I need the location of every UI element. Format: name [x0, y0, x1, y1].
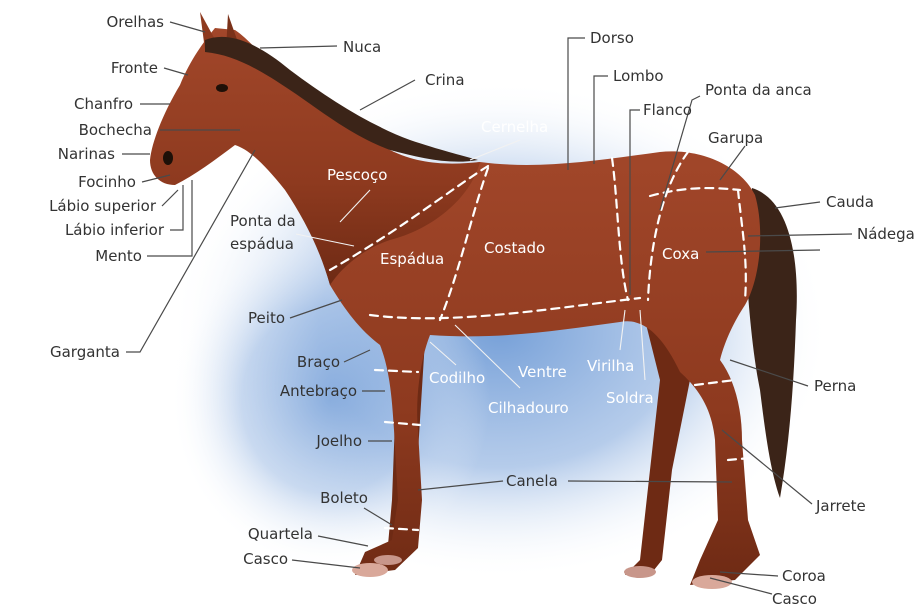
label-casco-rear: Casco	[772, 590, 817, 608]
label-jarrete: Jarrete	[815, 497, 866, 515]
label-coroa: Coroa	[782, 567, 826, 585]
label-mento: Mento	[95, 247, 142, 265]
label-labio-superior: Lábio superior	[49, 197, 157, 215]
label-antebraco: Antebraço	[280, 382, 357, 400]
label-orelhas: Orelhas	[106, 13, 164, 31]
label-ponta-espadua-1: Ponta da	[230, 212, 296, 230]
label-crina: Crina	[425, 71, 465, 89]
label-casco-front: Casco	[243, 550, 288, 568]
hoof-rear-far	[624, 566, 656, 578]
label-cernelha: Cernelha	[481, 118, 548, 136]
hoof-front-near	[352, 563, 388, 577]
label-nuca: Nuca	[343, 38, 381, 56]
label-fronte: Fronte	[111, 59, 158, 77]
label-pescoco: Pescoço	[327, 166, 387, 184]
label-ventre: Ventre	[518, 363, 567, 381]
label-coxa: Coxa	[662, 245, 699, 263]
label-ponta-espadua-2: espádua	[230, 235, 294, 253]
label-canela: Canela	[506, 472, 558, 490]
label-braco: Braço	[297, 353, 340, 371]
label-cilhadouro: Cilhadouro	[488, 399, 569, 417]
label-soldra: Soldra	[606, 389, 654, 407]
hoof-front-far	[374, 555, 402, 565]
leader-orelhas	[170, 22, 205, 32]
label-flanco: Flanco	[643, 101, 692, 119]
label-nadega: Nádega	[857, 225, 915, 243]
label-costado: Costado	[484, 239, 545, 257]
label-quartela: Quartela	[248, 525, 313, 543]
label-codilho: Codilho	[429, 369, 485, 387]
label-joelho: Joelho	[315, 432, 362, 450]
label-cauda: Cauda	[826, 193, 874, 211]
label-boleto: Boleto	[320, 489, 368, 507]
label-peito: Peito	[248, 309, 285, 327]
label-focinho: Focinho	[78, 173, 136, 191]
label-narinas: Narinas	[58, 145, 115, 163]
label-lombo: Lombo	[613, 67, 664, 85]
horse-eye	[216, 84, 228, 92]
label-ponta-anca: Ponta da anca	[705, 81, 812, 99]
label-espadua: Espádua	[380, 250, 444, 268]
label-garganta: Garganta	[50, 343, 120, 361]
leader-labio-superior	[162, 190, 178, 206]
label-labio-inferior: Lábio inferior	[65, 221, 165, 239]
leader-nuca	[260, 46, 337, 48]
label-garupa: Garupa	[708, 129, 763, 147]
label-virilha: Virilha	[587, 357, 634, 375]
horse-nostril	[163, 151, 173, 165]
label-chanfro: Chanfro	[74, 95, 133, 113]
label-perna: Perna	[814, 377, 856, 395]
label-dorso: Dorso	[590, 29, 634, 47]
leader-fronte	[164, 68, 188, 75]
label-bochecha: Bochecha	[79, 121, 152, 139]
leader-mento	[147, 180, 192, 256]
